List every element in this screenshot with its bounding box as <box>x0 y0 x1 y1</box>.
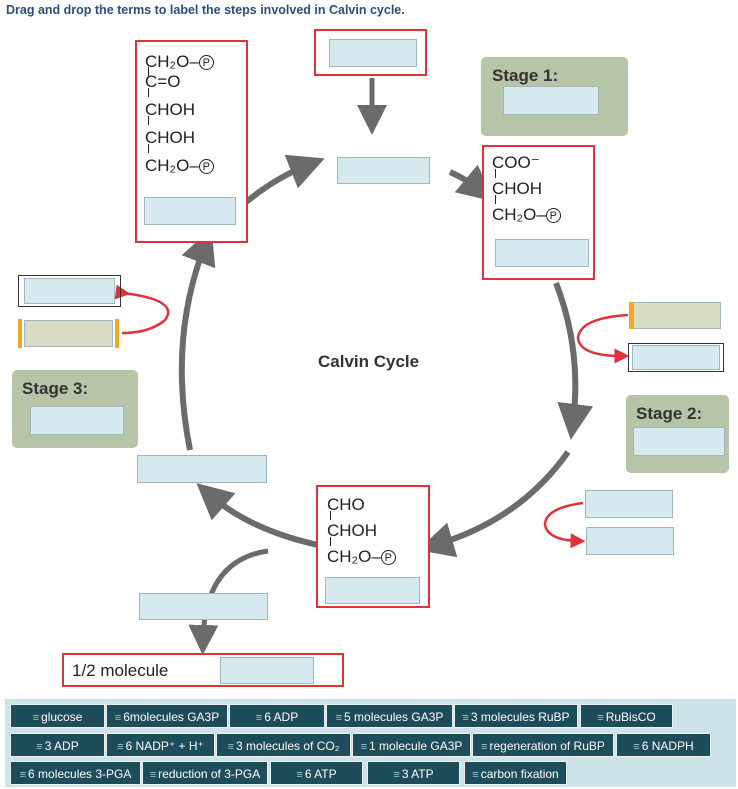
arrow-arc-left <box>178 228 216 451</box>
drop-target-left-mid[interactable] <box>137 455 267 483</box>
rubp-structure: CH₂O–P C=O CHOH CHOH CH₂O–P <box>145 52 214 176</box>
drop-target-half-molecule[interactable] <box>220 657 314 684</box>
chip-6-nadp[interactable]: 6 NADP⁺ + H⁺ <box>106 733 215 757</box>
drop-bracket-left-upper <box>18 275 121 307</box>
arrow-energy-bottom <box>543 501 586 549</box>
chip-3-molecules-co2[interactable]: 3 molecules of CO₂ <box>216 733 351 757</box>
chip-rubisco[interactable]: RuBisCO <box>580 704 673 728</box>
drop-target-stage-3[interactable] <box>30 406 124 435</box>
drop-target-stage-1[interactable] <box>503 86 599 115</box>
phosphate-icon: P <box>198 159 214 174</box>
phosphate-icon: P <box>545 208 561 223</box>
stage-2-panel: Stage 2: <box>626 395 729 473</box>
drop-target-bottom-right-lower[interactable] <box>586 527 674 555</box>
chip-glucose[interactable]: glucose <box>10 704 105 728</box>
chip-3-atp[interactable]: 3 ATP <box>367 761 460 785</box>
calvin-cycle-diagram <box>114 78 630 655</box>
drop-target-g3p[interactable] <box>325 577 420 604</box>
g3p-row-1: CHO <box>327 495 365 514</box>
arrow-arc-bottom-left <box>196 483 319 548</box>
drop-target-left-upper[interactable] <box>24 278 115 304</box>
pga-structure: COO⁻ CHOH CH₂O–P <box>492 153 561 225</box>
chip-reduction-of-3-pga[interactable]: reduction of 3-PGA <box>142 761 268 785</box>
drop-target-glucose[interactable] <box>139 593 268 620</box>
chip-carbon-fixation[interactable]: carbon fixation <box>464 761 567 785</box>
arrow-arc-top-right <box>448 164 494 202</box>
cycle-title: Calvin Cycle <box>318 352 420 371</box>
drop-target-center-top[interactable] <box>337 157 430 184</box>
arrow-glucose-out <box>188 548 269 655</box>
drop-target-pga[interactable] <box>495 239 589 267</box>
chip-1-molecule-ga3p[interactable]: 1 molecule GA3P <box>352 733 471 757</box>
chip-5-molecules-ga3p[interactable]: 5 molecules GA3P <box>326 704 453 728</box>
stage-1-label: Stage 1: <box>492 66 559 85</box>
phosphate-icon: P <box>380 550 396 565</box>
chip-3-adp[interactable]: 3 ADP <box>10 733 105 757</box>
arrow-arc-right <box>553 281 594 440</box>
drop-target-right-upper[interactable] <box>633 302 721 329</box>
arrow-energy-right <box>576 313 630 364</box>
half-molecule-label: 1/2 molecule <box>72 661 169 680</box>
pga-row-2: CHOH <box>492 179 543 198</box>
chip-6-atp[interactable]: 6 ATP <box>270 761 363 785</box>
rubp-row-3: CHOH <box>145 100 196 119</box>
drop-target-right-lower[interactable] <box>632 345 720 370</box>
co2-input-box <box>314 29 427 76</box>
drop-target-bottom-right-upper[interactable] <box>585 490 673 518</box>
g3p-molecule-box: CHO CHOH CH₂O–P <box>316 485 430 608</box>
arrow-energy-left <box>114 284 170 335</box>
chip-6-molecules-3-pga[interactable]: 6 molecules 3-PGA <box>10 761 141 785</box>
pga-row-1: COO⁻ <box>492 153 540 172</box>
drop-target-left-lower[interactable] <box>24 320 113 347</box>
g3p-row-3: CH₂O– <box>327 547 381 566</box>
rubp-row-1: CH₂O– <box>145 52 199 71</box>
chip-6molecules-ga3p[interactable]: 6molecules GA3P <box>106 704 228 728</box>
rubp-row-5: CH₂O– <box>145 156 199 175</box>
chip-6-nadph[interactable]: 6 NADPH <box>616 733 711 757</box>
chip-6-adp[interactable]: 6 ADP <box>229 704 325 728</box>
drop-target-rubp[interactable] <box>144 197 236 225</box>
pga-molecule-box: COO⁻ CHOH CH₂O–P <box>482 145 595 280</box>
chip-regeneration-of-rubp[interactable]: regeneration of RuBP <box>472 733 614 757</box>
drop-bracket-right-lower <box>628 343 724 372</box>
instruction-text: Drag and drop the terms to label the ste… <box>6 3 405 17</box>
phosphate-icon: P <box>198 55 214 70</box>
g3p-structure: CHO CHOH CH₂O–P <box>327 495 396 567</box>
stage-3-label: Stage 3: <box>22 379 89 398</box>
rubp-row-4: CHOH <box>145 128 196 147</box>
chip-3-molecules-rubp[interactable]: 3 molecules RuBP <box>454 704 578 728</box>
pga-row-3: CH₂O– <box>492 205 546 224</box>
rubp-molecule-box: CH₂O–P C=O CHOH CHOH CH₂O–P <box>135 40 248 243</box>
stage-2-label: Stage 2: <box>636 404 703 423</box>
word-bank: glucose 6molecules GA3P 6 ADP 5 molecule… <box>5 699 736 787</box>
stage-3-panel: Stage 3: <box>12 370 138 448</box>
arrow-arc-top-left <box>243 154 325 206</box>
arrow-arc-bottom-right <box>417 450 571 558</box>
drop-target-top[interactable] <box>329 39 417 67</box>
g3p-row-2: CHOH <box>327 521 378 540</box>
drop-target-stage-2[interactable] <box>633 427 725 456</box>
stage-1-panel: Stage 1: <box>481 57 628 136</box>
rubp-row-2: C=O <box>145 72 181 91</box>
